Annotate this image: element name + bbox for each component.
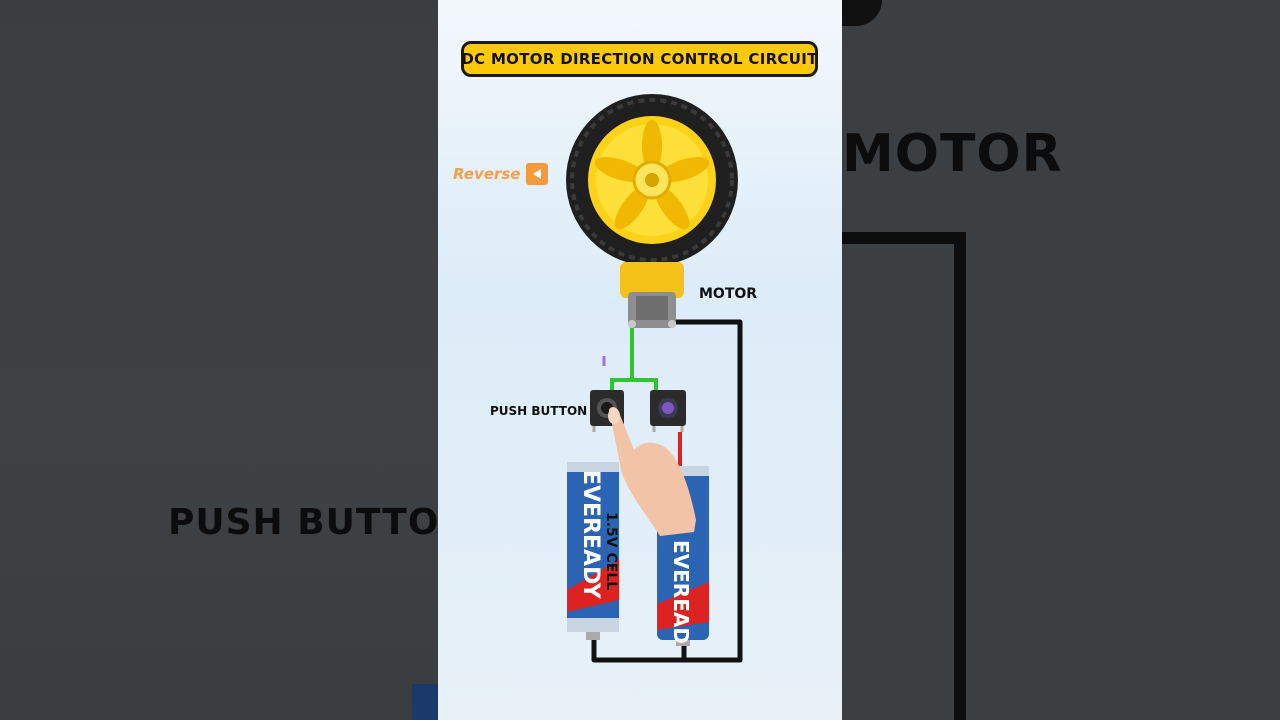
circuit-diagram: EVEREADY EVEREAD xyxy=(566,94,743,663)
cell-label: 1.5V CELL xyxy=(603,512,619,591)
background-left xyxy=(0,0,438,720)
background-battery-fragment xyxy=(412,684,438,720)
battery-right-brand: EVEREAD xyxy=(669,540,693,644)
motor-label: MOTOR xyxy=(699,286,758,302)
title-banner: DC MOTOR DIRECTION CONTROL CIRCUIT xyxy=(461,41,818,77)
page-title: DC MOTOR DIRECTION CONTROL CIRCUIT xyxy=(461,50,818,68)
background-wire-fragment xyxy=(842,232,966,720)
battery-left xyxy=(567,462,619,640)
background-push-button-text: PUSH BUTTON xyxy=(168,502,471,543)
play-reverse-icon xyxy=(526,163,549,185)
video-panel: DC MOTOR DIRECTION CONTROL CIRCUIT Rever… xyxy=(438,0,842,720)
battery-left-brand: EVEREADY xyxy=(578,470,603,600)
push-button-right xyxy=(650,390,686,432)
wire-green xyxy=(610,322,658,394)
motor-wheel xyxy=(566,94,738,266)
background-right xyxy=(842,0,1280,720)
motor-gearbox xyxy=(620,262,684,328)
background-motor-text: MOTOR xyxy=(842,124,1063,184)
finger-pointer-icon xyxy=(608,407,696,536)
direction-label: Reverse xyxy=(453,165,521,183)
push-button-label: PUSH BUTTON xyxy=(490,404,588,418)
direction-indicator: Reverse xyxy=(453,163,549,185)
